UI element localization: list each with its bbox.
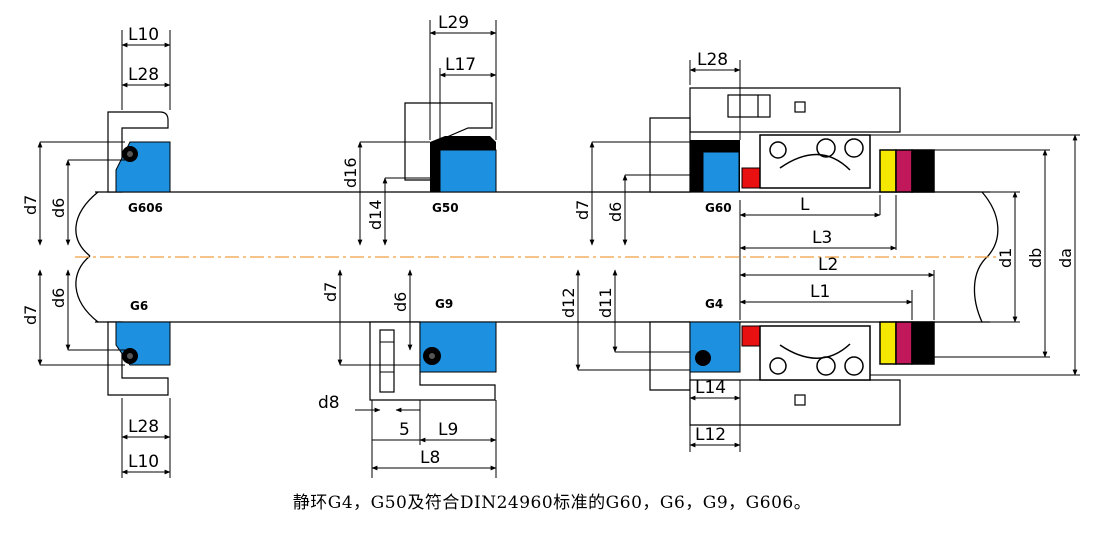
dim-d6-d: d6	[606, 202, 625, 222]
g6-seal	[107, 321, 171, 396]
dim-5: 5	[399, 420, 410, 440]
dim-db: db	[1026, 248, 1045, 268]
dim-L29: L29	[438, 13, 469, 33]
dim-da: da	[1056, 248, 1075, 268]
mechanical-seal-bottom	[759, 321, 935, 381]
label-g50: G50	[432, 201, 459, 215]
figure-caption: 静环G4，G50及符合DIN24960标准的G60，G6，G9，G606。	[292, 493, 812, 513]
dim-L10-bottom: L10	[128, 452, 159, 472]
dim-L28-right: L28	[697, 50, 728, 70]
dim-d6-a: d6	[49, 198, 68, 218]
label-g4: G4	[705, 297, 723, 311]
dim-d11: d11	[596, 287, 615, 318]
dim-d6-c: d6	[391, 292, 410, 312]
dim-L28-top: L28	[128, 65, 159, 85]
label-g60: G60	[705, 201, 732, 215]
dim-L2: L2	[818, 255, 838, 275]
dimension-lines	[37, 20, 1080, 478]
dim-d7-a: d7	[21, 195, 40, 215]
g606-seal	[107, 111, 171, 193]
shaft	[75, 191, 999, 323]
dimension-labels: L10 L28 L28 L10 L29 L17 L28 L L3 L2 L1 L…	[128, 13, 838, 472]
dim-L: L	[800, 195, 810, 215]
dim-d6-b: d6	[49, 288, 68, 308]
dim-L3: L3	[812, 228, 832, 248]
label-g9: G9	[435, 297, 453, 311]
dim-d7-d: d7	[573, 200, 592, 220]
dim-L9: L9	[438, 420, 458, 440]
dim-L10-top: L10	[128, 25, 159, 45]
label-g606: G606	[128, 201, 163, 215]
g4-housing	[649, 321, 901, 426]
dim-L14: L14	[695, 378, 726, 398]
part-labels: G606 G6 G50 G9 G60 G4	[128, 201, 732, 313]
dim-d16: d16	[341, 157, 360, 188]
label-g6: G6	[130, 299, 148, 313]
dim-d7-b: d7	[21, 305, 40, 325]
dim-L1: L1	[810, 282, 830, 302]
dim-d12: d12	[559, 287, 578, 318]
g9-seal	[369, 321, 497, 401]
diameter-labels: d7 d6 d7 d6 d16 d14 d7 d6 d7 d6 d12 d11 …	[21, 157, 1075, 325]
dim-d14: d14	[366, 199, 385, 230]
mechanical-seal-top	[759, 134, 935, 193]
dim-L8: L8	[420, 448, 440, 468]
dim-L17: L17	[445, 55, 476, 75]
dim-d7-c: d7	[321, 282, 340, 302]
dim-d8: d8	[318, 393, 340, 413]
dim-d1: d1	[996, 248, 1015, 268]
g50-seal	[404, 102, 497, 193]
g4-seal	[689, 321, 777, 373]
dim-L28-bottom: L28	[128, 417, 159, 437]
dim-L12: L12	[695, 425, 726, 445]
